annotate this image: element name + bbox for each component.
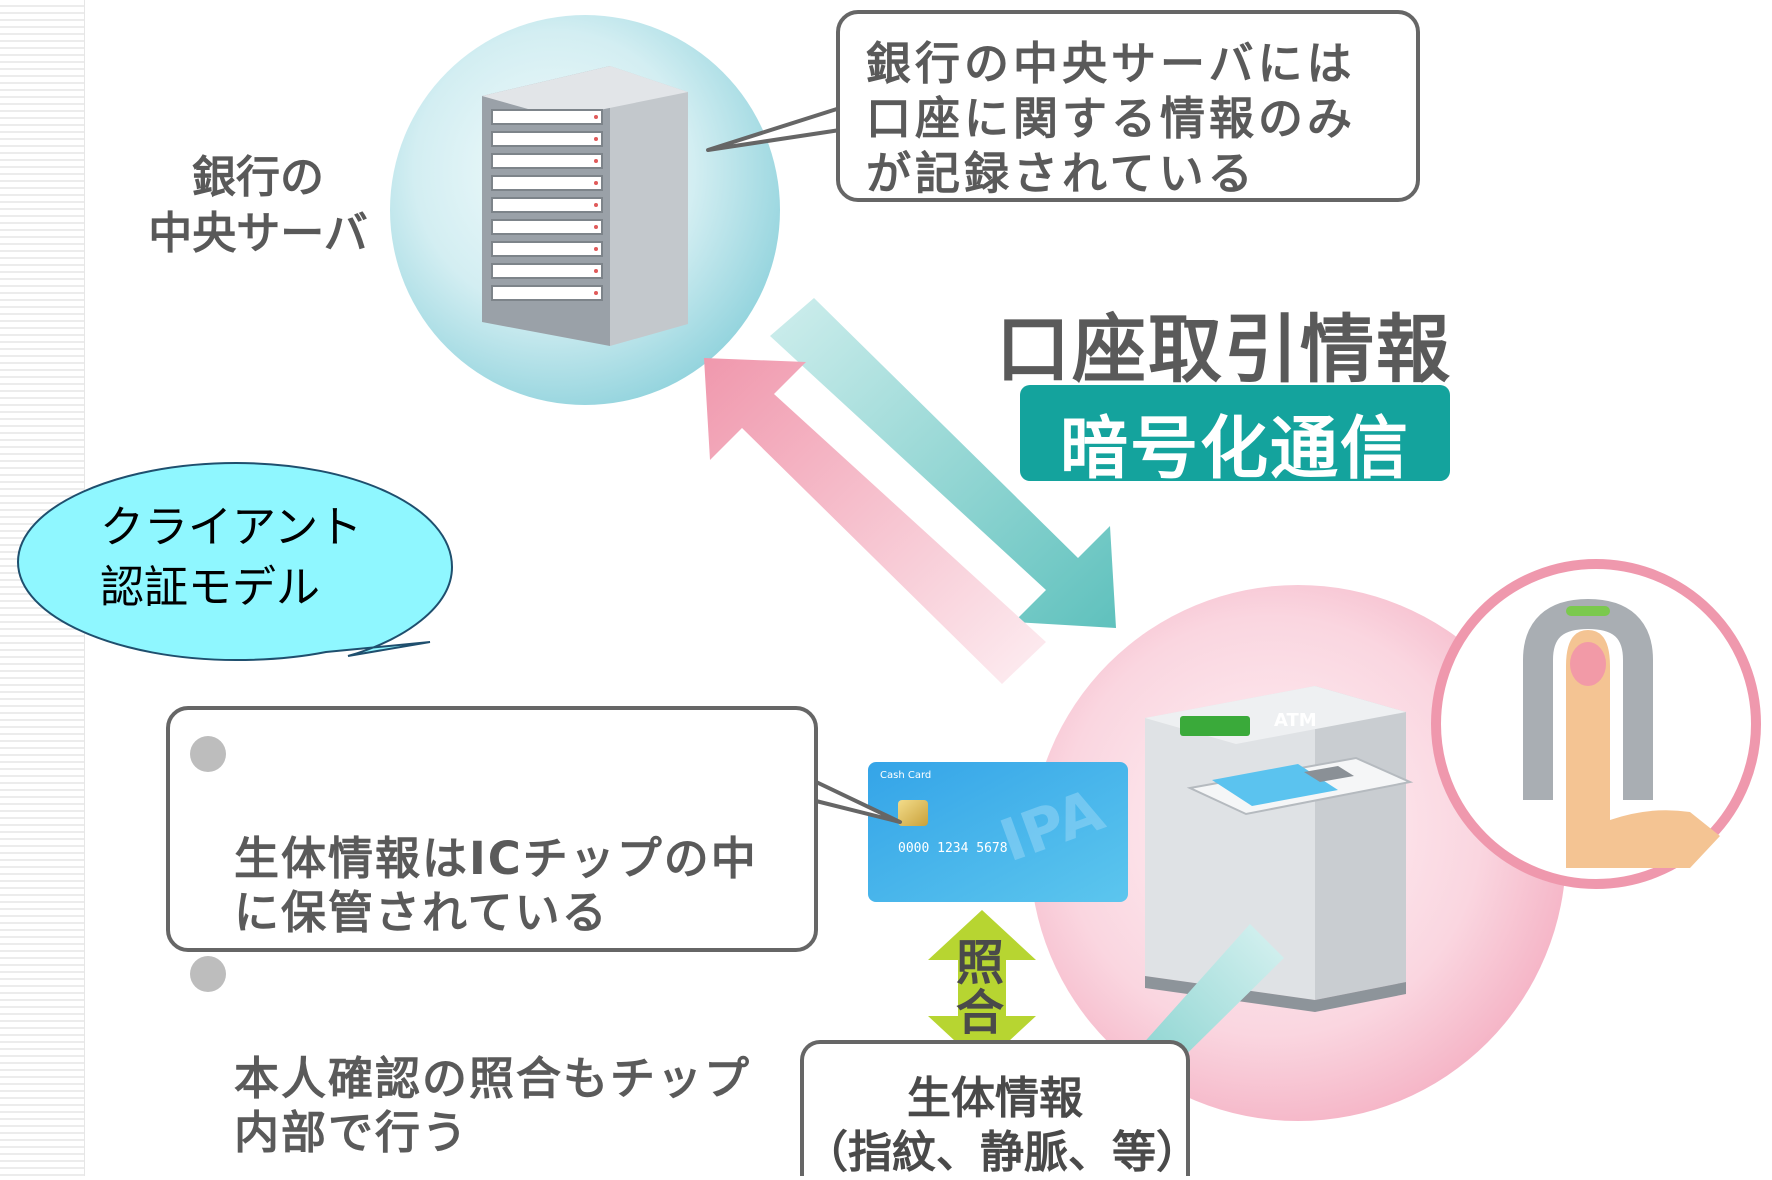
atm-sign: ATM <box>1274 710 1317 731</box>
client-auth-bubble <box>16 461 454 662</box>
biometric-title: 生体情報 <box>907 1073 1083 1124</box>
card-info-text: 本人確認の照合もチップ 内部で行う <box>234 1052 752 1159</box>
server-info-callout: 銀行の中央サーバには 口座に関する情報のみ が記録されている <box>836 10 1420 202</box>
bullet-icon <box>190 736 226 772</box>
card-number: 0000 1234 5678 <box>898 841 1008 856</box>
card-info-callout: 生体情報はICチップの中 に保管されている 本人確認の照合もチップ 内部で行う <box>166 706 818 1159</box>
verify-double-arrow <box>928 910 1036 1066</box>
cash-card: IPA <box>868 762 1128 902</box>
verify-label: 照 合 <box>955 935 1004 1041</box>
card-info-item: 生体情報はICチップの中 に保管されている <box>190 724 804 940</box>
transaction-title: 口座取引情報 <box>996 307 1452 393</box>
server-info-text: 銀行の中央サーバには 口座に関する情報のみ が記録されている <box>866 37 1357 200</box>
biometric-examples: （指紋、静脈、等） <box>804 1127 1200 1178</box>
card-brand-label: Cash Card <box>880 770 931 781</box>
server-icon <box>482 66 688 346</box>
arrow-up-pink <box>704 358 1046 684</box>
card-info-item: 本人確認の照合もチップ 内部で行う <box>190 944 804 1160</box>
encrypted-communication-label: 暗号化通信 <box>1059 410 1410 489</box>
bullet-icon <box>190 956 226 992</box>
encrypted-communication-badge: 暗号化通信 <box>1020 385 1450 489</box>
client-auth-label: クライアント 認証モデル <box>100 503 363 612</box>
arrow-down-teal <box>770 298 1116 628</box>
server-label: 銀行の 中央サーバ <box>148 152 368 259</box>
biometric-info-box: 生体情報 （指紋、静脈、等） <box>800 1040 1200 1178</box>
atm-machine <box>1145 686 1414 1012</box>
card-info-text: 生体情報はICチップの中 に保管されている <box>234 832 758 939</box>
finger-scan-circle <box>1431 559 1761 889</box>
